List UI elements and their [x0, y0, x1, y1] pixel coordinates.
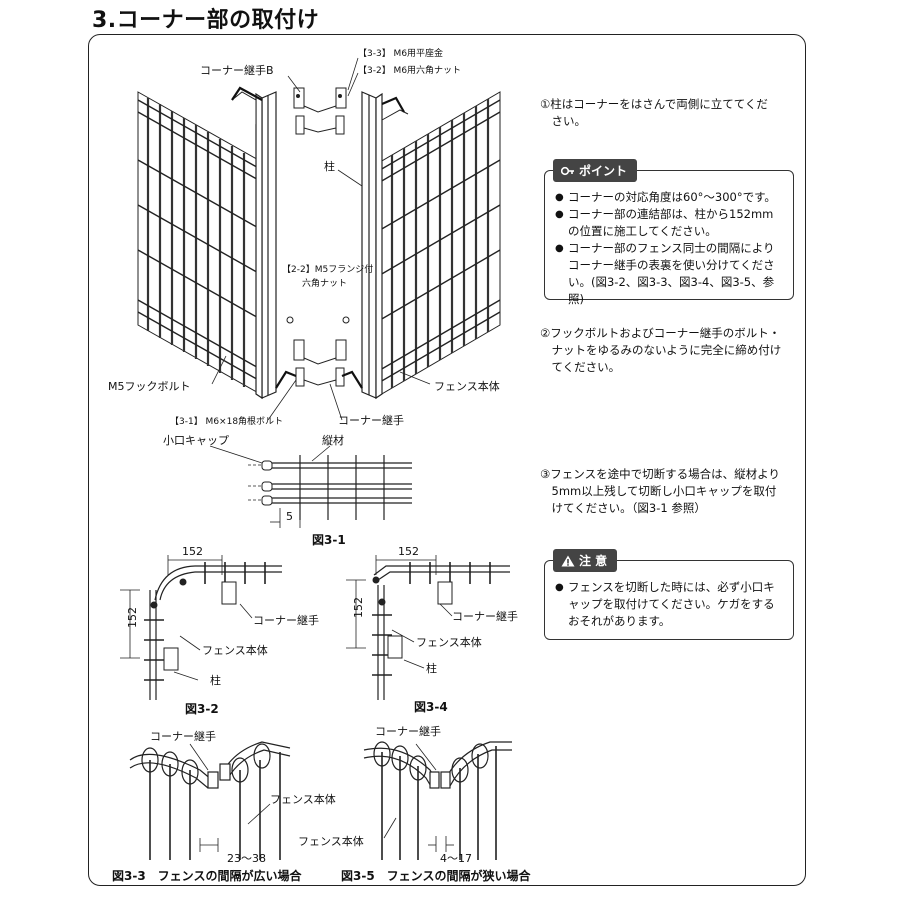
- key-icon: [561, 166, 574, 175]
- fig32-caption: 図3-2: [185, 702, 219, 716]
- caution-item: フェンスを切断した時には、必ず小口キャップを取付けてください。ケガをするおそれが…: [555, 579, 783, 630]
- point-item: コーナーの対応角度は60°～300°です。: [555, 189, 783, 206]
- fig34-caption: 図3-4: [414, 700, 448, 714]
- figure-3-1: [209, 445, 412, 528]
- caution-box: 注 意 フェンスを切断した時には、必ず小口キャップを取付けてください。ケガをする…: [544, 549, 794, 640]
- caution-list: フェンスを切断した時には、必ず小口キャップを取付けてください。ケガをするおそれが…: [555, 579, 783, 630]
- caution-box-heading: 注 意: [553, 549, 618, 572]
- label-m5-flange-nut-1: 【2-2】M5フランジ付: [282, 264, 373, 275]
- figure-3-3: [129, 741, 291, 860]
- figure-3-4: [346, 555, 510, 700]
- right-fence-panel: [379, 91, 501, 396]
- fig32-dim-h: 152: [182, 545, 203, 558]
- warning-triangle-icon: [561, 555, 575, 566]
- label-m5-hook-bolt: M5フックボルト: [108, 380, 191, 393]
- point-list: コーナーの対応角度は60°～300°です。 コーナー部の連結部は、柱から152m…: [555, 189, 783, 308]
- label-m6-nut: 【3-2】 M6用六角ナット: [358, 64, 461, 76]
- label-corner-joint: コーナー継手: [338, 413, 404, 427]
- label-m5-flange-nut-2: 六角ナット: [302, 277, 347, 289]
- fig32-fence-body: フェンス本体: [202, 643, 268, 657]
- fig34-dim-h: 152: [398, 545, 419, 558]
- fig32-post: 柱: [210, 673, 221, 687]
- step-3: ③フェンスを途中で切断する場合は、縦材より 5mm以上残して切断し小口キャップを…: [540, 467, 780, 515]
- fig34-dim-v: 152: [352, 597, 365, 618]
- fig35-corner-joint: コーナー継手: [375, 724, 441, 738]
- fig31-caption: 図3-1: [312, 533, 346, 547]
- fig33-caption: 図3-3 フェンスの間隔が広い場合: [112, 868, 302, 883]
- fig34-post: 柱: [426, 661, 437, 675]
- fig34-corner-joint: コーナー継手: [452, 609, 518, 623]
- fig35-caption: 図3-5 フェンスの間隔が狭い場合: [341, 868, 531, 883]
- figure-3-2: [120, 555, 282, 700]
- point-item: コーナー部のフェンス同士の間隔によりコーナー継手の表裏を使い分けてください。(図…: [555, 240, 783, 308]
- step-1: ①柱はコーナーをはさんで両側に立ててくだ さい。: [540, 97, 768, 128]
- label-corner-joint-b: コーナー継手B: [200, 63, 274, 77]
- figure-3-5: [363, 741, 512, 860]
- left-fence-panel: [137, 91, 263, 396]
- fig35-gap: 4～17: [440, 852, 472, 865]
- point-item: コーナー部の連結部は、柱から152mmの位置に施工してください。: [555, 206, 783, 240]
- left-post: [255, 91, 277, 400]
- fig31-vertical-label: 縦材: [322, 433, 344, 447]
- label-fence-body: フェンス本体: [434, 379, 500, 393]
- right-post: [361, 91, 383, 400]
- fig31-cap-label: 小口キャップ: [163, 434, 229, 447]
- corner-joint-bottom: [286, 316, 350, 387]
- page-title: 3.コーナー部の取付け: [92, 8, 320, 33]
- label-m6-bolt: 【3-1】 M6×18角根ボルト: [170, 415, 283, 427]
- corner-joint-top: [231, 87, 409, 135]
- fig32-dim-v: 152: [126, 607, 139, 628]
- fig33-gap: 23～38: [227, 852, 266, 865]
- fig35-fence-body: フェンス本体: [298, 834, 364, 848]
- content-frame: [88, 34, 806, 886]
- point-box-heading: ポイント: [553, 159, 638, 182]
- point-box: ポイント コーナーの対応角度は60°～300°です。 コーナー部の連結部は、柱か…: [544, 159, 794, 306]
- fig33-corner-joint: コーナー継手: [150, 729, 216, 743]
- label-m6-washer: 【3-3】 M6用平座金: [358, 47, 443, 59]
- fig31-dimension: 5: [286, 510, 293, 523]
- step-2: ②フックボルトおよびコーナー継手のボルト・ ナットをゆるみのないように完全に締め…: [540, 326, 782, 374]
- fig33-fence-body: フェンス本体: [270, 792, 336, 806]
- fig32-corner-joint: コーナー継手: [253, 613, 319, 627]
- fig34-fence-body: フェンス本体: [416, 635, 482, 649]
- label-post: 柱: [324, 159, 335, 173]
- main-corner-figure: [137, 57, 501, 421]
